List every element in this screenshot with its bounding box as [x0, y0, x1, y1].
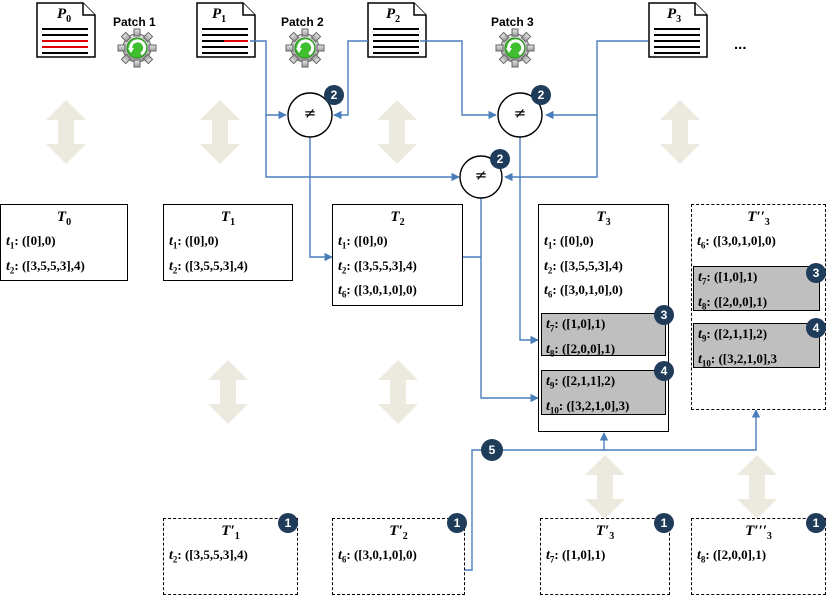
- double-arrow-icon: [378, 360, 418, 424]
- badge-1: 1: [447, 513, 467, 533]
- patch-label-2: Patch 2: [281, 15, 324, 29]
- table-entry: t2: ([3,5,5,3],4): [544, 257, 623, 276]
- highlight-group-3: t7: ([1,0],1) t8: ([2,0,0],1): [693, 266, 820, 311]
- double-arrow-icon: [208, 360, 248, 424]
- table-title: T′′3: [747, 209, 770, 228]
- program-label-p1: P1: [212, 6, 227, 25]
- table-title: T′3: [595, 523, 615, 542]
- table-entry: t1: ([0],0): [338, 233, 388, 251]
- table-box-tp3: T′3 t7: ([1,0],1): [540, 518, 670, 595]
- table-entry: t2: ([3,5,5,3],4): [6, 257, 85, 276]
- patch-label-1: Patch 1: [113, 15, 156, 29]
- badge-5: 5: [481, 439, 503, 461]
- table-box-t1: T1 t1: ([0],0) t2: ([3,5,5,3],4): [163, 204, 293, 281]
- table-entry: t8: ([2,0,0],1): [698, 293, 768, 312]
- table-entry: t1: ([0],0): [169, 233, 219, 251]
- table-title: T′1: [221, 523, 240, 542]
- table-entry: t2: ([3,5,5,3],4): [338, 257, 417, 276]
- table-entry: t7: ([1,0],1): [546, 547, 606, 565]
- gear-refresh-icon: [285, 28, 325, 68]
- highlight-group-4: t9: ([2,1,1],2) t10: ([3,2,1,0],3): [541, 370, 666, 415]
- program-doc-p0: [36, 2, 96, 58]
- table-title: T0: [56, 209, 72, 228]
- not-equal-node-2: [497, 92, 543, 138]
- badge-1: 1: [278, 513, 298, 533]
- connector-wires: [250, 40, 761, 571]
- highlight-group-3: t7: ([1,0],1) t8: ([2,0,0],1): [541, 313, 666, 358]
- badge-2: 2: [490, 149, 510, 169]
- double-arrow-icon: [660, 100, 700, 164]
- table-entry: t6: ([3,0,1,0],0): [338, 282, 417, 300]
- table-entry: t6: ([3,0,1,0],0): [697, 233, 776, 251]
- double-arrow-icon: [200, 100, 240, 164]
- table-title: T′2: [389, 523, 408, 542]
- double-arrow-icon: [585, 455, 625, 519]
- not-equal-node-3: [459, 155, 503, 199]
- table-title: T3: [596, 209, 611, 228]
- table-entry: t10: ([3,2,1,0],3: [698, 350, 777, 369]
- badge-1: 1: [806, 513, 826, 533]
- badge-3: 3: [806, 263, 826, 283]
- program-label-p2: P2: [386, 6, 401, 25]
- neq-symbol-3: ≠: [474, 166, 488, 184]
- badge-2: 2: [531, 85, 551, 105]
- table-entry: t8: ([2,0,0],1): [697, 547, 767, 565]
- table-entry: t9: ([2,1,1],2): [546, 373, 616, 391]
- table-entry: t9: ([2,1,1],2): [698, 326, 768, 344]
- table-entry: t6: ([3,0,1,0],0): [544, 282, 623, 300]
- badge-4: 4: [806, 318, 826, 338]
- badge-3: 3: [654, 305, 674, 325]
- table-title: T2: [390, 209, 405, 228]
- table-entry: t7: ([1,0],1): [698, 269, 758, 287]
- program-label-p3: P3: [667, 6, 682, 25]
- highlight-group-4: t9: ([2,1,1],2) t10: ([3,2,1,0],3: [693, 323, 820, 368]
- table-entry: t7: ([1,0],1): [546, 316, 606, 334]
- program-doc-p3: [648, 2, 708, 58]
- gear-refresh-icon: [495, 28, 535, 68]
- table-box-tppp3: T′′′3 t8: ([2,0,0],1): [691, 518, 826, 595]
- double-arrow-icon: [377, 100, 417, 164]
- table-entry: t6: ([3,0,1,0],0): [338, 547, 417, 565]
- table-entry: t8: ([2,0,0],1): [546, 340, 616, 359]
- program-doc-p1: [196, 2, 256, 58]
- table-box-tp2: T′2 t6: ([3,0,1,0],0): [332, 518, 465, 595]
- neq-symbol-2: ≠: [513, 104, 527, 122]
- badge-2: 2: [324, 85, 344, 105]
- table-entry: t10: ([3,2,1,0],3): [546, 397, 630, 416]
- double-arrow-icon: [46, 100, 86, 164]
- table-title: T′′′3: [745, 523, 772, 542]
- table-box-t0: T0 t1: ([0],0) t2: ([3,5,5,3],4): [0, 204, 128, 281]
- table-entry: t1: ([0],0): [544, 233, 594, 251]
- neq-symbol-1: ≠: [303, 104, 317, 122]
- table-entry: t2: ([3,5,5,3],4): [169, 547, 248, 565]
- program-doc-p2: [367, 2, 427, 58]
- table-box-t2: T2 t1: ([0],0) t2: ([3,5,5,3],4) t6: ([3…: [332, 204, 463, 306]
- badge-4: 4: [654, 361, 674, 381]
- ellipsis-text: ...: [734, 36, 747, 53]
- table-entry: t1: ([0],0): [6, 233, 56, 251]
- double-arrow-icon: [737, 455, 777, 519]
- badge-1: 1: [654, 513, 674, 533]
- table-box-tp1: T′1 t2: ([3,5,5,3],4): [163, 518, 298, 595]
- table-entry: t2: ([3,5,5,3],4): [169, 257, 248, 276]
- gear-refresh-icon: [117, 28, 157, 68]
- program-label-p0: P0: [57, 6, 72, 25]
- not-equal-node-1: [287, 92, 333, 138]
- patch-label-3: Patch 3: [491, 15, 534, 29]
- table-title: T1: [220, 209, 236, 228]
